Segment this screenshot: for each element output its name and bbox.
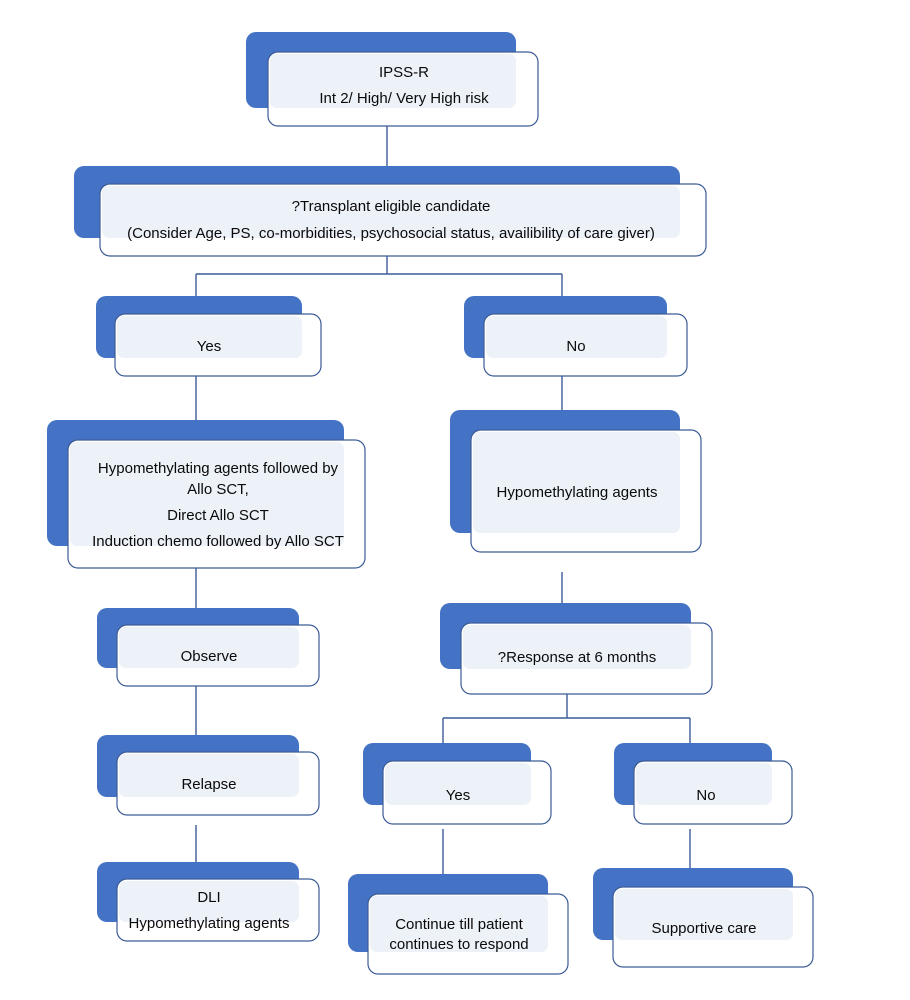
- node-yes-response-label: Yes: [446, 787, 470, 804]
- node-hypomethylating-agents[interactable]: Hypomethylating agents: [450, 410, 702, 553]
- node-observe-fill: [119, 627, 299, 668]
- node-yes-transplant-fill: [117, 316, 302, 358]
- node-no-transplant-label: No: [566, 338, 585, 355]
- node-transplant-options[interactable]: Hypomethylating agents followed by Allo …: [47, 420, 366, 569]
- node-ipssr[interactable]: IPSS-R Int 2/ High/ Very High risk: [246, 32, 539, 127]
- node-dli-fill: [119, 881, 299, 922]
- node-no-response-fill: [636, 763, 772, 805]
- node-ipssr-label: IPSS-R: [379, 64, 429, 81]
- node-dli-label-2: Hypomethylating agents: [129, 915, 290, 932]
- node-no-response-label: No: [696, 787, 715, 804]
- node-yes-transplant-label: Yes: [197, 338, 221, 355]
- node-ipssr-label-2: Int 2/ High/ Very High risk: [319, 90, 489, 107]
- node-dli[interactable]: DLI Hypomethylating agents: [97, 862, 320, 942]
- node-transplant-eligible[interactable]: ?Transplant eligible candidate (Consider…: [74, 166, 707, 257]
- node-continue-respond[interactable]: Continue till patient continues to respo…: [348, 874, 569, 975]
- node-supportive-care-fill: [615, 889, 793, 940]
- node-hypomethylating-agents-fill: [473, 432, 680, 533]
- node-continue-respond-label: Continue till patient: [395, 916, 523, 933]
- node-transplant-options-fill: [70, 442, 344, 546]
- node-transplant-options-label-2: Allo SCT,: [187, 481, 249, 498]
- node-transplant-options-label-4: Induction chemo followed by Allo SCT: [92, 533, 344, 550]
- node-dli-label: DLI: [197, 889, 220, 906]
- node-continue-respond-fill: [370, 896, 548, 952]
- node-supportive-care-label: Supportive care: [651, 920, 756, 937]
- node-no-transplant[interactable]: No: [464, 296, 688, 377]
- node-response-6-months-label: ?Response at 6 months: [498, 649, 656, 666]
- node-transplant-options-label-3: Direct Allo SCT: [167, 507, 269, 524]
- node-transplant-eligible-fill: [102, 186, 680, 238]
- node-relapse-label: Relapse: [181, 776, 236, 793]
- node-continue-respond-label-2: continues to respond: [389, 936, 528, 953]
- node-transplant-eligible-label: ?Transplant eligible candidate: [292, 198, 491, 215]
- connector-layer: [195, 126, 691, 874]
- node-transplant-eligible-label-2: (Consider Age, PS, co-morbidities, psych…: [127, 225, 655, 242]
- node-hypomethylating-agents-label: Hypomethylating agents: [497, 484, 658, 501]
- node-relapse-fill: [119, 754, 299, 797]
- node-yes-transplant[interactable]: Yes: [96, 296, 322, 377]
- node-yes-response[interactable]: Yes: [363, 743, 552, 825]
- node-no-response[interactable]: No: [614, 743, 793, 825]
- node-response-6-months-fill: [463, 625, 691, 669]
- node-observe-label: Observe: [181, 648, 238, 665]
- node-supportive-care[interactable]: Supportive care: [593, 868, 814, 968]
- node-no-transplant-fill: [486, 316, 667, 358]
- node-relapse[interactable]: Relapse: [97, 735, 320, 816]
- node-response-6-months[interactable]: ?Response at 6 months: [440, 603, 713, 695]
- node-observe[interactable]: Observe: [97, 608, 320, 687]
- node-yes-response-fill: [385, 763, 531, 805]
- node-ipssr-fill: [270, 54, 516, 108]
- node-transplant-options-label: Hypomethylating agents followed by: [98, 460, 339, 477]
